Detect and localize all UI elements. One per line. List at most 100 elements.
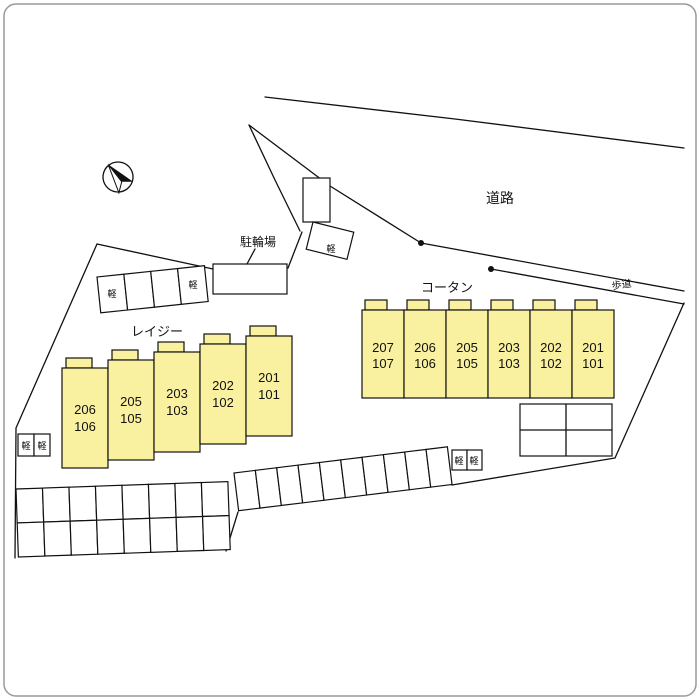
parking-stall bbox=[68, 485, 98, 522]
parking-stall bbox=[201, 514, 231, 552]
building-unit bbox=[245, 335, 293, 437]
building-left-name: レイジー bbox=[131, 324, 183, 339]
parking-row-upper-left bbox=[96, 265, 209, 314]
building-right: コータン 207 107 206 106 205 105 203 103 202… bbox=[361, 280, 615, 399]
entrance-edge bbox=[248, 124, 301, 232]
unit-porch bbox=[364, 299, 388, 311]
parking-stall bbox=[148, 516, 178, 553]
unit-porch bbox=[490, 299, 514, 311]
bicycle-parking: 駐輪場 bbox=[212, 234, 288, 295]
unit-porch bbox=[111, 349, 139, 361]
parking-grid-2x2 bbox=[519, 403, 613, 457]
building-unit bbox=[529, 309, 573, 399]
parking-stall bbox=[302, 177, 331, 223]
unit-number-lower: 105 bbox=[456, 356, 478, 371]
road-curb-line bbox=[420, 242, 685, 292]
kei-label: 軽 bbox=[21, 441, 30, 451]
site-boundary-left bbox=[14, 243, 98, 559]
unit-number-upper: 203 bbox=[498, 340, 520, 355]
sidewalk-label: 歩道 bbox=[611, 277, 633, 293]
unit-porch bbox=[574, 299, 598, 311]
building-left: レイジー 206 106 205 105 203 103 202 102 201… bbox=[61, 324, 293, 469]
unit-porch bbox=[532, 299, 556, 311]
parking-stall-kei bbox=[33, 433, 51, 457]
parking-stall bbox=[176, 265, 209, 305]
unit-number-upper: 207 bbox=[372, 340, 394, 355]
boundary-point bbox=[488, 266, 494, 272]
unit-number-upper: 203 bbox=[166, 386, 188, 401]
boundary-point bbox=[418, 240, 424, 246]
parking-stall bbox=[16, 521, 46, 558]
building-unit bbox=[361, 309, 405, 399]
unit-number-lower: 101 bbox=[582, 356, 604, 371]
unit-porch bbox=[203, 333, 231, 345]
parking-stall bbox=[122, 517, 152, 554]
kei-label: 軽 bbox=[326, 244, 335, 254]
unit-porch bbox=[448, 299, 472, 311]
parking-stall bbox=[175, 515, 205, 553]
north-arrow-light-half bbox=[107, 164, 123, 195]
parking-grid-bottom-left bbox=[15, 480, 231, 558]
parking-stall bbox=[147, 482, 177, 519]
building-unit bbox=[445, 309, 489, 399]
parking-stall bbox=[41, 486, 71, 523]
unit-number-lower: 102 bbox=[212, 395, 234, 410]
north-arrow-dark-half bbox=[108, 164, 134, 182]
building-right-units bbox=[361, 299, 615, 399]
road-edge-upper bbox=[264, 96, 685, 149]
building-unit bbox=[571, 309, 615, 399]
parking-stall bbox=[305, 221, 355, 261]
parking-stall bbox=[174, 481, 204, 519]
entrance-edge-2 bbox=[287, 231, 303, 269]
unit-number-lower: 105 bbox=[120, 411, 142, 426]
parking-stall bbox=[123, 270, 156, 311]
north-arrow-icon bbox=[102, 161, 134, 195]
kei-label: 軽 bbox=[107, 289, 116, 299]
bicycle-parking-leader-line bbox=[246, 248, 256, 265]
kei-label: 軽 bbox=[188, 280, 197, 290]
parking-stall bbox=[121, 483, 151, 520]
building-unit bbox=[153, 351, 201, 453]
site-boundary bbox=[14, 243, 685, 559]
unit-number-lower: 107 bbox=[372, 356, 394, 371]
unit-number-lower: 101 bbox=[258, 387, 280, 402]
parking-stall bbox=[96, 518, 125, 555]
parking-stall bbox=[15, 487, 45, 524]
unit-number-upper: 201 bbox=[258, 370, 280, 385]
parking-stall-kei bbox=[305, 221, 355, 261]
parking-row-bottom bbox=[233, 446, 453, 512]
unit-number-upper: 206 bbox=[414, 340, 436, 355]
building-unit bbox=[61, 367, 109, 469]
unit-number-lower: 106 bbox=[74, 419, 96, 434]
building-right-name: コータン bbox=[421, 280, 473, 295]
unit-number-upper: 202 bbox=[212, 378, 234, 393]
kei-label: 軽 bbox=[454, 456, 463, 466]
building-unit bbox=[199, 343, 247, 445]
unit-porch bbox=[65, 357, 93, 369]
unit-number-upper: 205 bbox=[120, 394, 142, 409]
site-boundary-right bbox=[451, 302, 685, 486]
unit-number-lower: 103 bbox=[498, 356, 520, 371]
unit-number-upper: 206 bbox=[74, 402, 96, 417]
parking-stall bbox=[43, 520, 72, 557]
building-unit bbox=[107, 359, 155, 461]
unit-number-upper: 201 bbox=[582, 340, 604, 355]
kei-label: 軽 bbox=[469, 456, 478, 466]
kei-label: 軽 bbox=[37, 441, 46, 451]
parking-stall bbox=[150, 267, 182, 308]
unit-porch bbox=[249, 325, 277, 337]
building-left-units bbox=[61, 325, 293, 469]
parking-stall bbox=[69, 519, 99, 556]
parking-stall bbox=[425, 446, 453, 488]
parking-stall bbox=[94, 484, 124, 521]
bicycle-parking-area bbox=[212, 263, 288, 295]
unit-number-lower: 103 bbox=[166, 403, 188, 418]
unit-number-lower: 106 bbox=[414, 356, 436, 371]
unit-porch bbox=[406, 299, 430, 311]
unit-number-upper: 205 bbox=[456, 340, 478, 355]
unit-number-upper: 202 bbox=[540, 340, 562, 355]
parking-stall-kei bbox=[466, 449, 483, 471]
site-boundary-top bbox=[96, 243, 214, 270]
